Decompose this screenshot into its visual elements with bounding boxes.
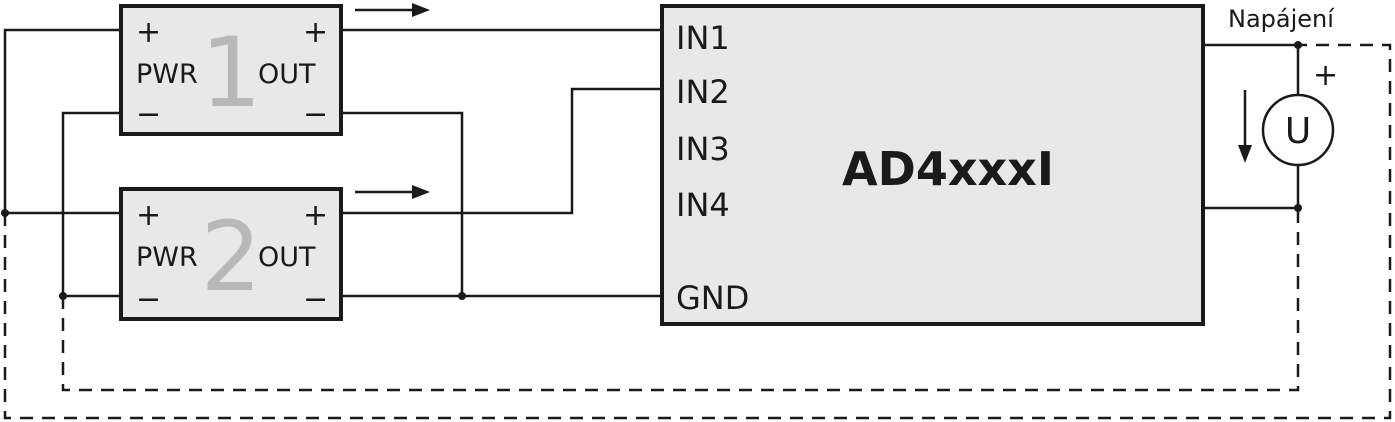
minus-right-label: − — [303, 97, 328, 132]
dashed-wires — [3, 43, 1392, 420]
minus-left-label: − — [136, 282, 161, 317]
out-label: OUT — [258, 59, 316, 90]
plus-left-label: + — [136, 15, 161, 50]
wires — [3, 28, 1300, 298]
device-name: AD4xxxI — [842, 142, 1054, 196]
input-label-in4: IN4 — [676, 186, 730, 224]
wire-supply-minus — [1203, 166, 1300, 210]
arrow-down-icon — [1238, 90, 1252, 163]
minus-left-label: − — [136, 97, 161, 132]
input-label-in2: IN2 — [676, 73, 730, 111]
plus-right-label: + — [303, 198, 328, 233]
arrows — [355, 3, 1252, 199]
supply-section: Napájení + U — [1228, 5, 1338, 167]
arrow-right-icon — [355, 185, 430, 199]
supply-label: Napájení — [1228, 5, 1335, 33]
junction-dot — [1, 209, 9, 217]
wire-out2-in2 — [341, 87, 662, 215]
device-block: IN1 IN2 IN3 IN4 GND AD4xxxI — [660, 4, 1205, 326]
wire-pwr1-plus-in — [3, 28, 121, 213]
wire-pwr1-minus-in — [61, 111, 121, 296]
junction-dot — [458, 292, 466, 300]
wire-out1-minus — [341, 111, 464, 296]
plus-right-label: + — [303, 15, 328, 50]
out-label: OUT — [258, 242, 316, 273]
junction-dot — [1294, 204, 1302, 212]
wire-supply-plus — [1203, 43, 1300, 96]
junction-dot — [1294, 41, 1302, 49]
gnd-label: GND — [676, 279, 749, 317]
pwr-label: PWR — [136, 242, 198, 273]
dashed-ground-loop — [61, 208, 1300, 392]
power-module-2: 2 + + PWR OUT − − — [119, 187, 343, 321]
voltmeter-symbol: U — [1285, 111, 1311, 152]
junction-dot — [59, 292, 67, 300]
power-module-1: 1 + + PWR OUT − − — [119, 4, 343, 136]
junctions — [1, 41, 1302, 300]
voltmeter-icon: U — [1261, 93, 1335, 167]
supply-plus-label: + — [1313, 58, 1338, 93]
input-label-in3: IN3 — [676, 130, 730, 168]
dashed-supply-loop — [3, 43, 1392, 420]
module-number: 1 — [200, 17, 261, 129]
arrow-right-icon — [355, 3, 430, 17]
plus-left-label: + — [136, 198, 161, 233]
minus-right-label: − — [303, 282, 328, 317]
module-number: 2 — [200, 201, 261, 313]
pwr-label: PWR — [136, 59, 198, 90]
input-label-in1: IN1 — [676, 19, 730, 57]
